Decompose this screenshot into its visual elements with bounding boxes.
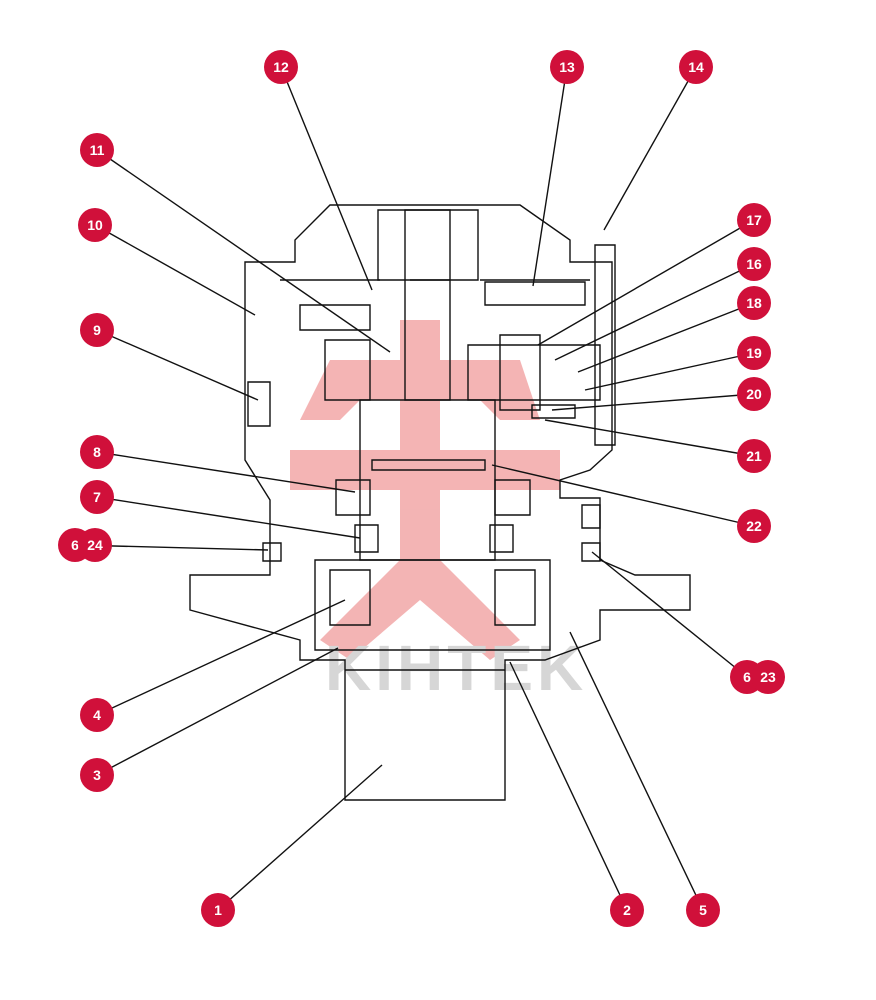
callout-label: 12	[273, 59, 289, 75]
callout-label: 17	[746, 212, 762, 228]
callout-label: 4	[93, 707, 101, 723]
leader-line-13	[532, 66, 568, 287]
callout-3: 3	[80, 758, 114, 792]
callout-label: 20	[746, 386, 762, 402]
callout-24: 24	[78, 528, 112, 562]
leader-line-10	[94, 224, 256, 316]
leader-line-7	[96, 496, 361, 539]
callout-label: 14	[688, 59, 704, 75]
callout-2: 2	[610, 893, 644, 927]
callout-label: 22	[746, 518, 762, 534]
watermark-logo: KIHTEK	[290, 320, 587, 704]
callout-badge	[78, 208, 112, 242]
leader-line-21	[544, 419, 755, 457]
callout-label: 2	[623, 902, 631, 918]
callout-11: 11	[80, 133, 114, 167]
leader-line-19	[584, 352, 755, 391]
leader-line-5	[569, 631, 704, 911]
callout-badge	[737, 247, 771, 281]
callout-label: 5	[699, 902, 707, 918]
callout-label: 10	[87, 217, 103, 233]
callout-7: 7	[80, 480, 114, 514]
callout-label: 6	[743, 669, 751, 685]
callout-label: 1	[214, 902, 222, 918]
callout-badge	[550, 50, 584, 84]
callout-badge	[686, 893, 720, 927]
callout-badge	[80, 698, 114, 732]
callout-badge	[80, 480, 114, 514]
leader-line-6	[591, 551, 748, 678]
callout-4: 4	[80, 698, 114, 732]
leader-line-18	[577, 302, 755, 373]
callout-badge	[737, 286, 771, 320]
callout-label: 24	[87, 537, 103, 553]
callout-badge	[751, 660, 785, 694]
leader-line-4	[96, 599, 346, 716]
callout-20: 20	[737, 377, 771, 411]
callout-badge	[737, 203, 771, 237]
leader-line-16	[554, 263, 755, 361]
callout-16: 16	[737, 247, 771, 281]
callout-label: 23	[760, 669, 776, 685]
callout-badge	[80, 313, 114, 347]
leader-line-17	[537, 219, 755, 346]
callout-badge	[80, 435, 114, 469]
leader-line-22	[491, 464, 755, 527]
callout-badge	[201, 893, 235, 927]
leader-line-8	[96, 451, 356, 493]
callout-badge	[679, 50, 713, 84]
leader-line-20	[551, 393, 755, 411]
callout-label: 6	[71, 537, 79, 553]
callout-badge	[80, 758, 114, 792]
callout-12: 12	[264, 50, 298, 84]
callout-label: 3	[93, 767, 101, 783]
callout-23: 23	[751, 660, 785, 694]
cross-section-drawing	[189, 204, 691, 801]
leader-line-11	[96, 149, 391, 353]
callout-label: 7	[93, 489, 101, 505]
watermark-text: KIHTEK	[325, 632, 587, 704]
leader-line-14	[603, 66, 697, 231]
callout-label: 21	[746, 448, 762, 464]
leader-line-1	[217, 764, 383, 911]
callout-22: 22	[737, 509, 771, 543]
callout-label: 13	[559, 59, 575, 75]
callout-9: 9	[80, 313, 114, 347]
callout-label: 9	[93, 322, 101, 338]
leader-line-12	[280, 66, 373, 291]
callout-badge	[610, 893, 644, 927]
leader-line-9	[96, 329, 259, 401]
callout-1: 1	[201, 893, 235, 927]
callout-5: 5	[686, 893, 720, 927]
callout-badge	[737, 509, 771, 543]
callout-badge	[737, 336, 771, 370]
callout-19: 19	[737, 336, 771, 370]
callout-17: 17	[737, 203, 771, 237]
callout-label: 18	[746, 295, 762, 311]
callout-label: 19	[746, 345, 762, 361]
callout-label: 8	[93, 444, 101, 460]
callout-badge	[78, 528, 112, 562]
callout-14: 14	[679, 50, 713, 84]
callout-badge	[737, 439, 771, 473]
callout-18: 18	[737, 286, 771, 320]
callout-10: 10	[78, 208, 112, 242]
callout-21: 21	[737, 439, 771, 473]
callout-label: 11	[90, 142, 105, 158]
callout-badge	[80, 133, 114, 167]
callout-badge	[264, 50, 298, 84]
callout-13: 13	[550, 50, 584, 84]
leader-line-2	[509, 661, 628, 911]
callout-label: 16	[746, 256, 762, 272]
callout-8: 8	[80, 435, 114, 469]
leader-line-3	[96, 647, 339, 776]
callout-badge	[737, 377, 771, 411]
